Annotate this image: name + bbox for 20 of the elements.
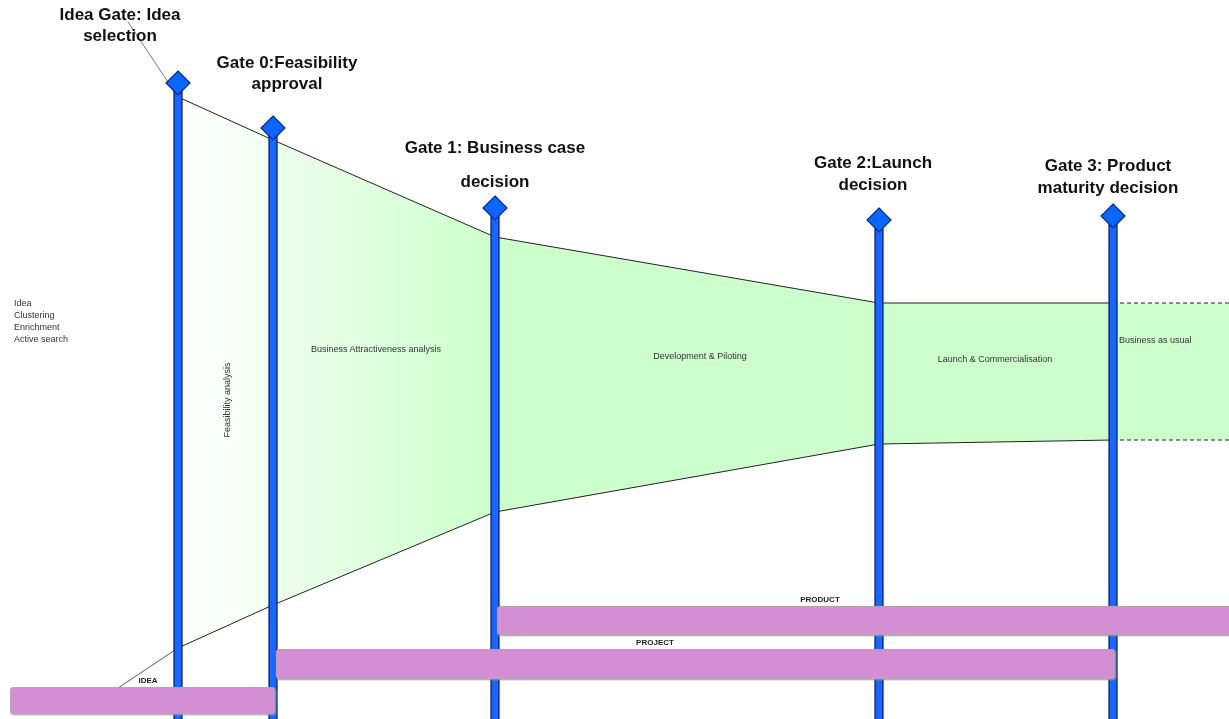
bar-label: PRODUCT [800, 595, 840, 604]
gate-title: Gate 2:Launch decision [812, 152, 934, 197]
phase-label: Business as usual [1119, 335, 1193, 345]
gate-title: Gate 1: Business case decision [403, 137, 587, 193]
timeline-bar [10, 687, 275, 714]
gate-title: Gate 0:Feasibility approval [215, 52, 359, 95]
timeline-bar [497, 606, 1229, 635]
timeline-bar [276, 649, 1115, 679]
bar-label: IDEA [138, 676, 158, 685]
note-text: Clustering [14, 310, 55, 320]
phase-label: Development & Piloting [652, 351, 748, 361]
gate-title: Gate 3: Product maturity decision [1036, 155, 1180, 200]
phase-label: Business Attractiveness analysis [309, 344, 443, 354]
note-text: Enrichment [14, 322, 60, 332]
bar-label: PROJECT [636, 638, 674, 647]
gate-title: Idea Gate: Idea selection [58, 4, 182, 47]
note-text: Idea [14, 298, 32, 308]
phase-label: Launch & Commercialisation [936, 354, 1054, 364]
phase-label: Feasibility analysis [222, 361, 233, 440]
note-text: Active search [14, 334, 69, 344]
